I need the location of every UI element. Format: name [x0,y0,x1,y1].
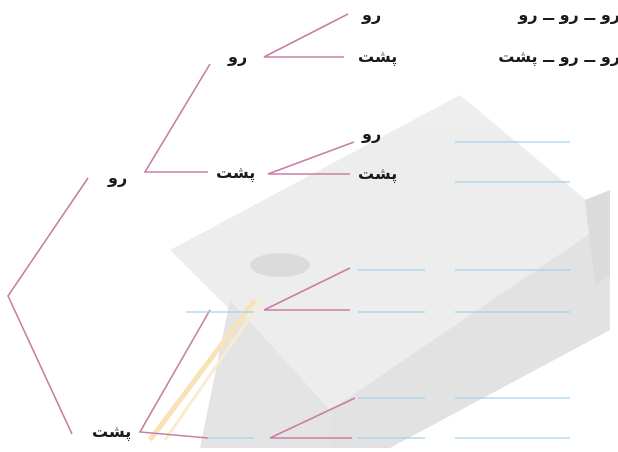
outcome-row-2: رو ــ رو ــ پشت [498,47,618,66]
answer-blanks [186,141,570,439]
branch-level3-b [267,141,355,175]
node-label-level3-a-top: رو [362,5,382,24]
node-label-root-top: رو [108,168,128,187]
branch-root [7,177,89,435]
tassel-strand [163,299,264,441]
graduation-cap-icon [148,95,610,448]
node-label-root-bottom: پشت [92,422,132,441]
node-label-level3-b-top: رو [362,124,382,143]
node-label-level2-upper: رو [228,47,248,66]
tree-branches [7,13,356,439]
node-label-level3-a-bottom: پشت [358,47,398,66]
node-label-level3-b-bottom: پشت [358,164,398,183]
branch-level3-a [263,13,349,58]
outcome-row-1: رو ــ رو ــ رو [518,5,618,24]
tassel-strand [148,298,257,442]
branch-level2-lower [138,309,211,439]
branch-level2-upper [143,63,211,173]
branch-level3-c [263,267,351,311]
branch-level3-d [269,397,356,439]
node-label-level2-lower: پشت [216,163,256,182]
